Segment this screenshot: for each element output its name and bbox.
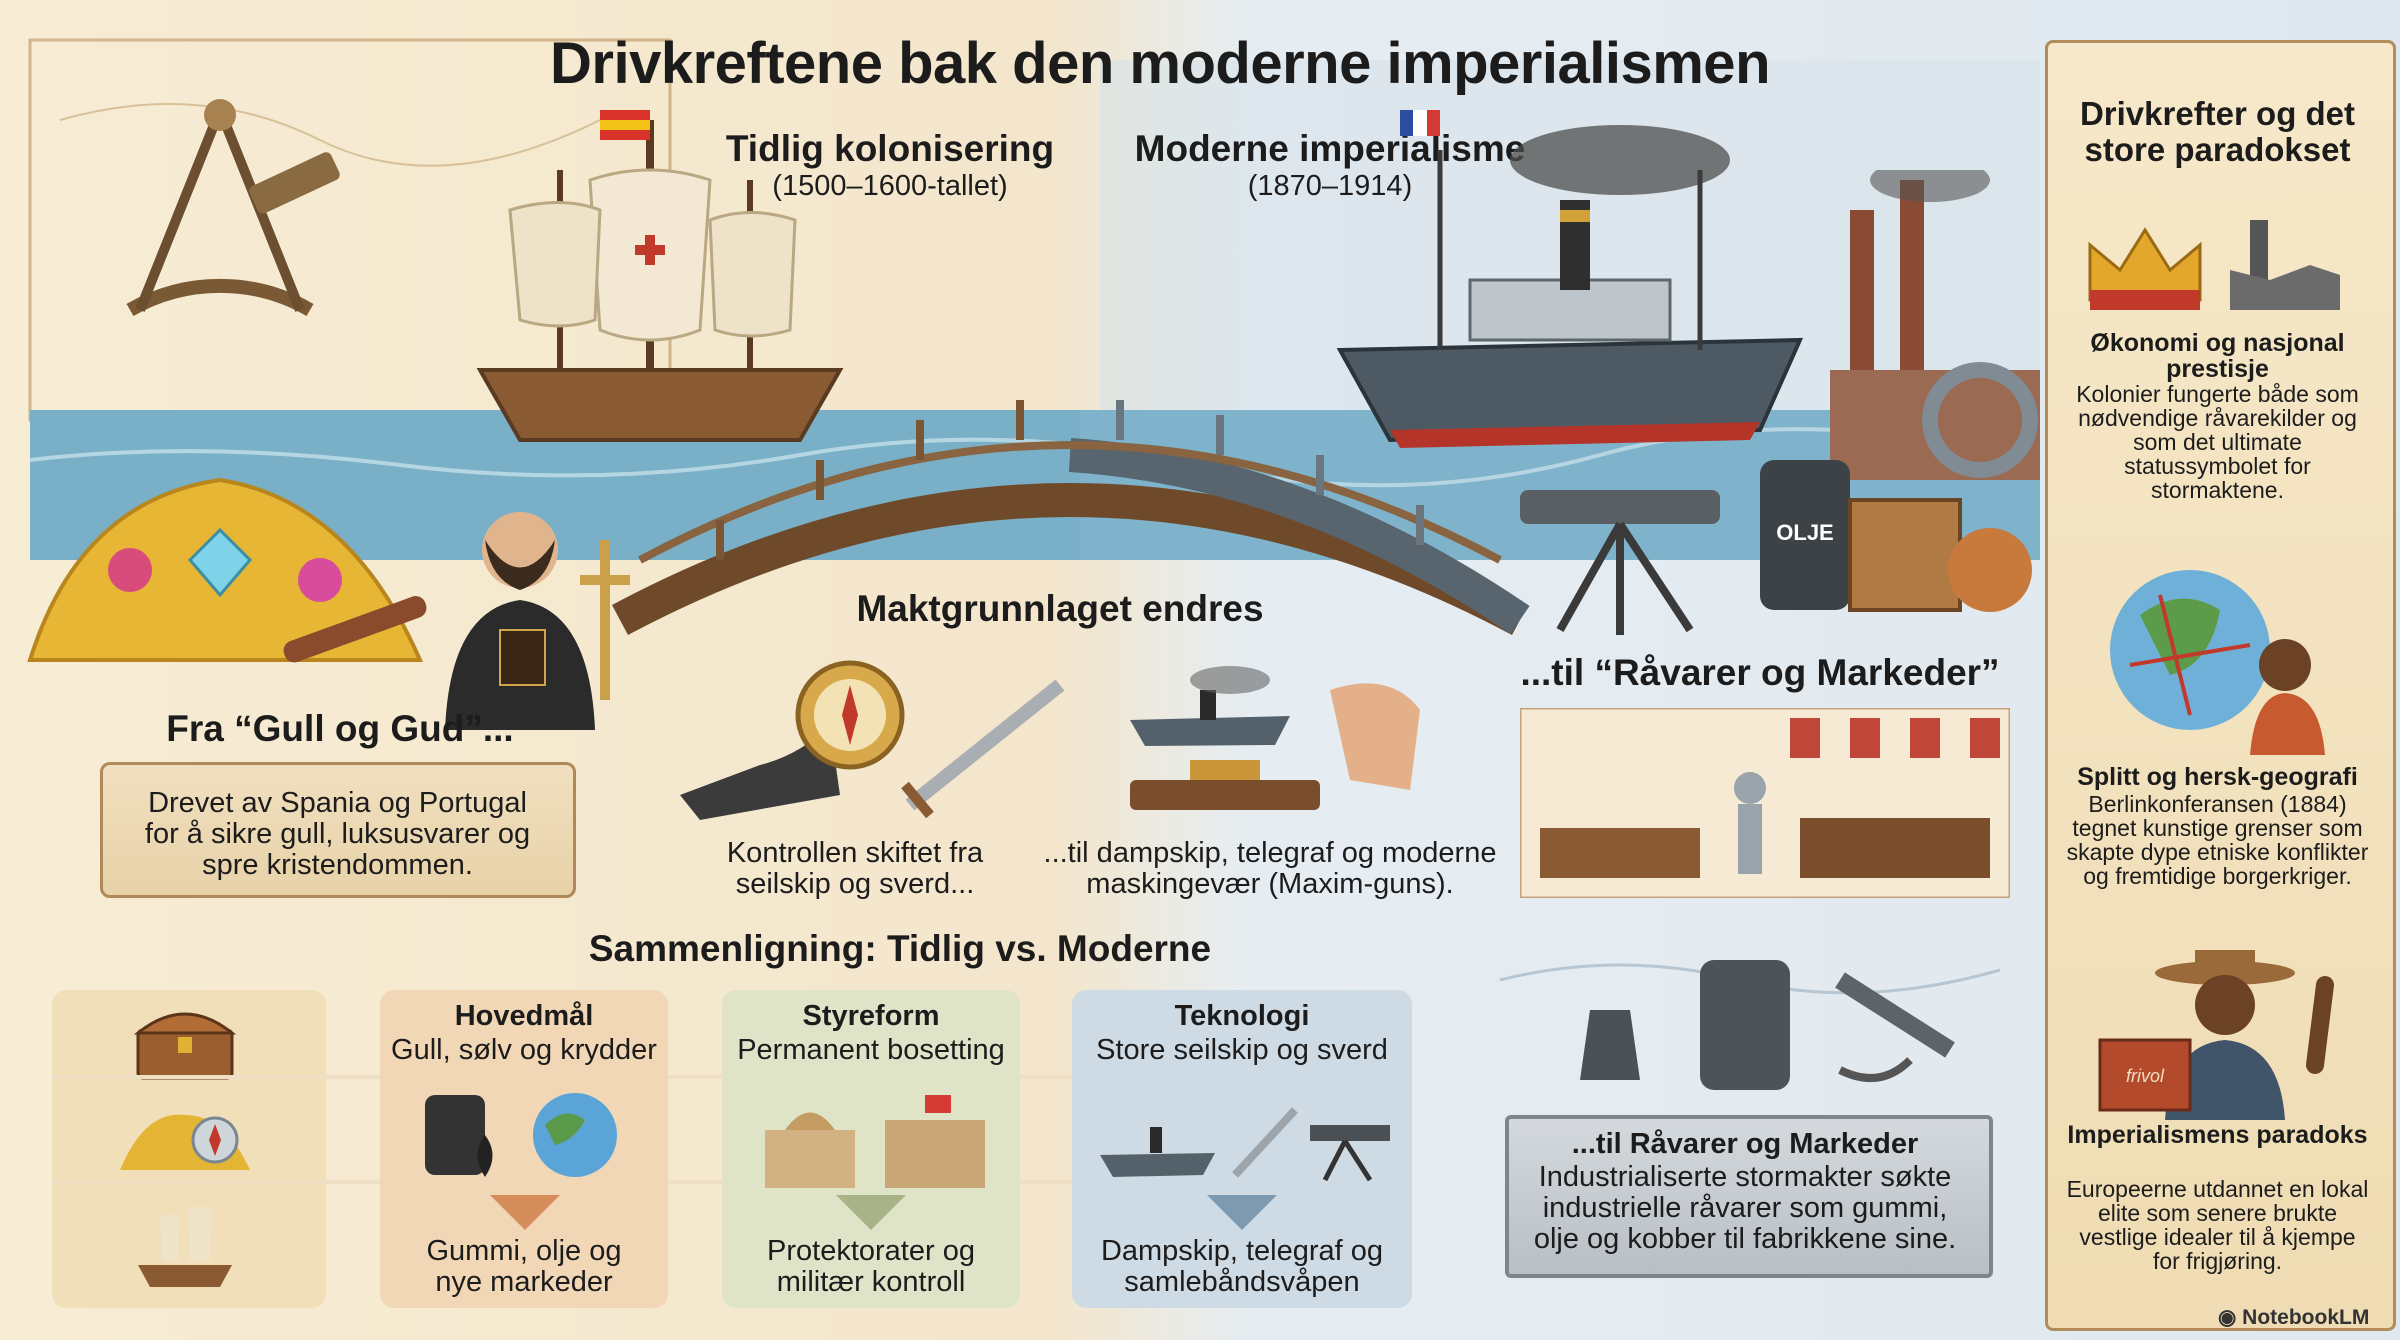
modern-title: Moderne imperialisme <box>1134 128 1526 169</box>
gold-god-scroll <box>100 762 576 898</box>
sidebar-title: Drivkrefter og det store paradokset <box>2079 95 2356 168</box>
bridge-title: Maktgrunnlaget endres <box>856 588 1264 629</box>
technology-modern: Dampskip, telegraf og samlebåndsvåpen <box>1100 1235 1384 1298</box>
control-modern-text: ...til dampskip, telegraf og moderne mas… <box>1043 837 1497 900</box>
government-header: Styreform <box>802 1000 940 1032</box>
modern-header: Moderne imperialisme (1870–1914) <box>1120 128 1540 203</box>
modern-period: (1870–1914) <box>1247 170 1413 202</box>
factory-icon <box>1830 170 2040 480</box>
early-title: Tidlig kolonisering <box>725 128 1055 169</box>
government-modern: Protektorater og militær kontroll <box>767 1235 975 1298</box>
goal-arrow-icon <box>490 1195 560 1230</box>
technology-header: Teknologi <box>1174 1000 1310 1032</box>
barrel-label: OLJE <box>1776 520 1833 545</box>
brand-logo: ◉ NotebookLM <box>2218 1305 2369 1330</box>
early-header: Tidlig kolonisering (1500–1600-tallet) <box>690 128 1090 203</box>
crown-factory-icon <box>2088 220 2340 310</box>
market-stalls-icon <box>1520 708 2010 898</box>
gold-god-text: Drevet av Spania og Portugal for å sikre… <box>144 787 531 881</box>
gold-gems-icon <box>120 1114 250 1170</box>
compare-column-technology <box>1072 990 1412 1308</box>
telegraph-icon <box>1130 666 1420 810</box>
goal-early: Gull, sølv og krydder <box>391 1034 657 1066</box>
government-early: Permanent bosetting <box>737 1034 1005 1066</box>
globe-people-icon <box>2110 570 2325 755</box>
treasure-pile-icon <box>27 477 427 663</box>
sidebar-text-economy: Kolonier fungerte både som nødvendige rå… <box>2076 381 2359 503</box>
goal-header: Hovedmål <box>454 1000 594 1032</box>
caravel-ship-icon <box>476 110 844 442</box>
priest-icon <box>445 512 630 730</box>
small-ship-icon <box>138 1207 232 1287</box>
oil-globe-icon <box>425 1093 617 1177</box>
sidebar-heading-divide: Splitt og hersk-geografi <box>2077 763 2358 791</box>
compare-title: Sammenligning: Tidlig vs. Moderne <box>588 928 1212 969</box>
raw-box-title: ...til Råvarer og Markeder <box>1571 1128 1919 1160</box>
blueprint-resources-icon <box>1499 960 2001 1090</box>
sidebar-text-paradox: Europeerne utdannet en lokal elite som s… <box>2066 1176 2369 1274</box>
sextant-icon <box>126 99 340 317</box>
brand-icon: ◉ <box>2218 1306 2243 1329</box>
raw-heading: ...til “Råvarer og Markeder” <box>1520 652 2000 693</box>
control-early-text: Kontrollen skiftet fra seilskip og sverd… <box>726 837 984 900</box>
oil-barrels-icon: OLJE <box>1760 460 2032 612</box>
gold-god-heading: Fra “Gull og Gud”... <box>166 708 514 749</box>
book-label: frivol <box>2126 1066 2165 1086</box>
machine-gun-icon <box>1520 490 1720 635</box>
government-arrow-icon <box>836 1195 906 1230</box>
sidebar-heading-paradox: Imperialismens paradoks <box>2067 1121 2368 1149</box>
sidebar-text-divide: Berlinkonferansen (1884) tegnet kunstige… <box>2066 791 2369 889</box>
early-period: (1500–1600-tallet) <box>772 170 1008 202</box>
technology-early: Store seilskip og sverd <box>1096 1034 1388 1066</box>
raw-materials-plate <box>1505 1115 1993 1278</box>
educated-man-icon: frivol <box>2098 950 2334 1120</box>
raw-box-text: Industrialiserte stormakter søkte indust… <box>1533 1161 1957 1255</box>
castle-icon <box>765 1095 985 1188</box>
treasure-chest-icon <box>133 1012 237 1080</box>
page-title: Drivkreftene bak den moderne imperialism… <box>550 31 1771 96</box>
steamship-sword-gun-icon <box>1100 1107 1390 1182</box>
brand-name: NotebookLM <box>2242 1306 2370 1329</box>
technology-arrow-icon <box>1207 1195 1277 1230</box>
sidebar-heading-economy: Økonomi og nasjonal prestisje <box>2090 329 2345 383</box>
goal-modern: Gummi, olje og nye markeder <box>426 1235 622 1298</box>
compass-hand-icon <box>680 660 1065 820</box>
battleship-icon <box>1336 110 1804 448</box>
